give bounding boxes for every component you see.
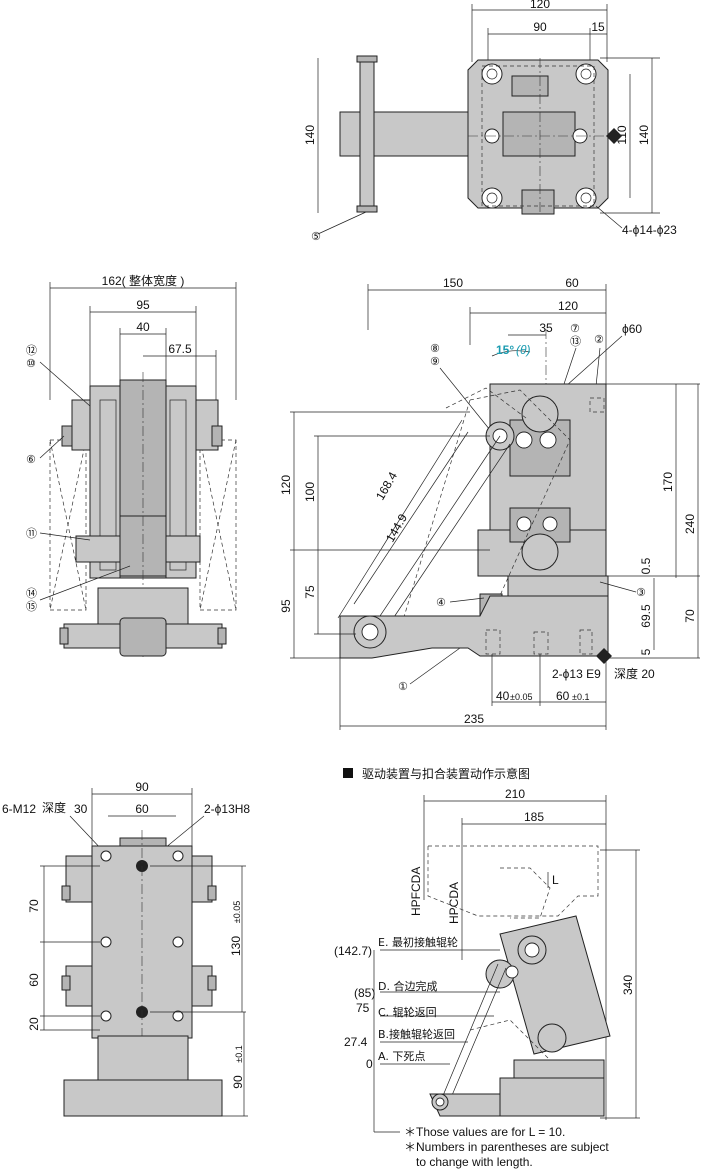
angle-symbol: (θ) [516,343,531,357]
dim-90: 90 [533,20,547,34]
callout-1: ① [398,680,408,693]
dim-90: 90 [135,780,149,794]
dim-69-5: 69.5 [639,604,653,628]
dim-235: 235 [464,712,484,726]
pos-a-value: 0 [366,1057,373,1071]
depth-label: 深度 [42,800,66,815]
callout-8: ⑧ [430,342,440,355]
callout-2: ② [594,333,604,346]
dim-144-9: 144.9 [383,511,410,544]
dim-60-vertical: 60 [27,973,41,987]
dim-168-4: 168.4 [373,469,400,502]
dim-95: 95 [136,298,150,312]
pos-e-value: (142.7) [334,944,372,958]
dim-40: 40 [496,689,510,703]
threads-label: 6-M12 [2,802,36,816]
note-1: ＊Those values are for L = 10. [404,1125,565,1139]
dim-120-vertical: 120 [279,475,293,495]
dim-35: 35 [539,321,553,335]
dim-240: 240 [683,514,697,534]
callout-6: ⑥ [26,453,36,466]
bottom-base [63,1079,223,1117]
pin-holes-label: 2-ϕ13 E9 [552,667,601,681]
pos-d-value: (85) [354,986,375,1000]
dim-70: 70 [27,899,41,913]
pos-e-label: E. 最初接触辊轮 [378,935,458,949]
dim-340: 340 [621,975,635,995]
top-view: 120 90 15 140 110 140 [303,0,677,243]
dim-15: 15 [591,20,605,34]
dim-75: 75 [303,585,317,599]
callout-7: ⑦ [570,322,580,335]
hpfcda-label: HPFCDA [409,867,423,916]
callout-5: ⑤ [311,230,321,243]
callout-12: ⑫ [26,344,37,357]
side-view: 150 60 120 35 15° (θ) ϕ60 ⑧ ⑨ ⑦ ⑬ ② [279,276,700,730]
dim-60b: 60 [556,689,570,703]
dim-210: 210 [505,787,525,801]
pins-label: 2-ϕ13H8 [204,802,250,816]
dim-120: 120 [530,0,550,11]
dim-110: 110 [615,125,629,144]
side-base-arm [339,595,609,659]
motion-diagram: 驱动装置与扣合装置动作示意图 210 185 340 HPFCDA HPCDA … [334,766,640,1169]
tol-90: ±0.1 [234,1045,244,1062]
dim-5: 5 [639,648,653,655]
tol-60: ±0.1 [572,692,589,702]
motion-title: 驱动装置与扣合装置动作示意图 [362,766,530,781]
note-2: ＊Numbers in parentheses are subject [404,1140,609,1154]
callout-9: ⑨ [430,355,440,368]
dim-150: 150 [443,276,463,290]
bottom-view: 90 60 6-M12 深度 30 2-ϕ13H8 70 60 [2,780,250,1117]
dim-60: 60 [135,802,149,816]
dim-90-vertical: 90 [231,1075,245,1089]
holes-label: 4-ϕ14-ϕ23 [622,223,677,237]
pin-shaft [359,59,375,213]
dim-60: 60 [565,276,579,290]
dim-phi60: ϕ60 [622,322,642,336]
depth-label: 深度 20 [614,666,655,681]
dim-L: L [552,873,559,887]
dim-30: 30 [74,802,88,816]
pos-b-value: 27.4 [344,1035,368,1049]
dim-140-left: 140 [303,125,317,145]
dim-140-right: 140 [637,125,651,145]
callout-13: ⑬ [570,335,581,348]
dim-70: 70 [683,609,697,623]
dim-67-5: 67.5 [168,342,192,356]
callout-3: ③ [636,586,646,599]
dim-0-5: 0.5 [639,557,653,574]
note-3: to change with length. [416,1155,533,1169]
dim-120: 120 [558,299,578,313]
dim-162-total-width: 162( 整体宽度 ) [102,273,185,288]
pos-b-label: B.接触辊轮返回 [378,1027,455,1041]
angle-value: 15° [496,343,514,357]
tol-40: ±0.05 [510,692,532,702]
dim-185: 185 [524,810,544,824]
callout-15: ⑮ [26,600,37,613]
dim-170: 170 [661,472,675,492]
callout-14: ⑭ [26,587,37,600]
dim-95: 95 [279,599,293,613]
pos-a-label: A. 下死点 [378,1050,425,1063]
dim-20: 20 [27,1017,41,1031]
dim-100: 100 [303,482,317,502]
pos-d-label: D. 合边完成 [378,979,437,993]
pos-c-label: C. 辊轮返回 [378,1005,437,1019]
front-view: 162( 整体宽度 ) 95 40 67.5 [26,273,237,660]
callout-10: ⑩ [26,357,36,370]
tol-130: ±0.05 [232,901,242,923]
dim-40: 40 [136,320,150,334]
callout-4: ④ [436,596,446,609]
dim-130: 130 [229,936,243,956]
pos-c-value: 75 [356,1001,370,1015]
hpcda-label: HPCDA [447,882,461,924]
callout-11: ⑪ [26,527,37,540]
